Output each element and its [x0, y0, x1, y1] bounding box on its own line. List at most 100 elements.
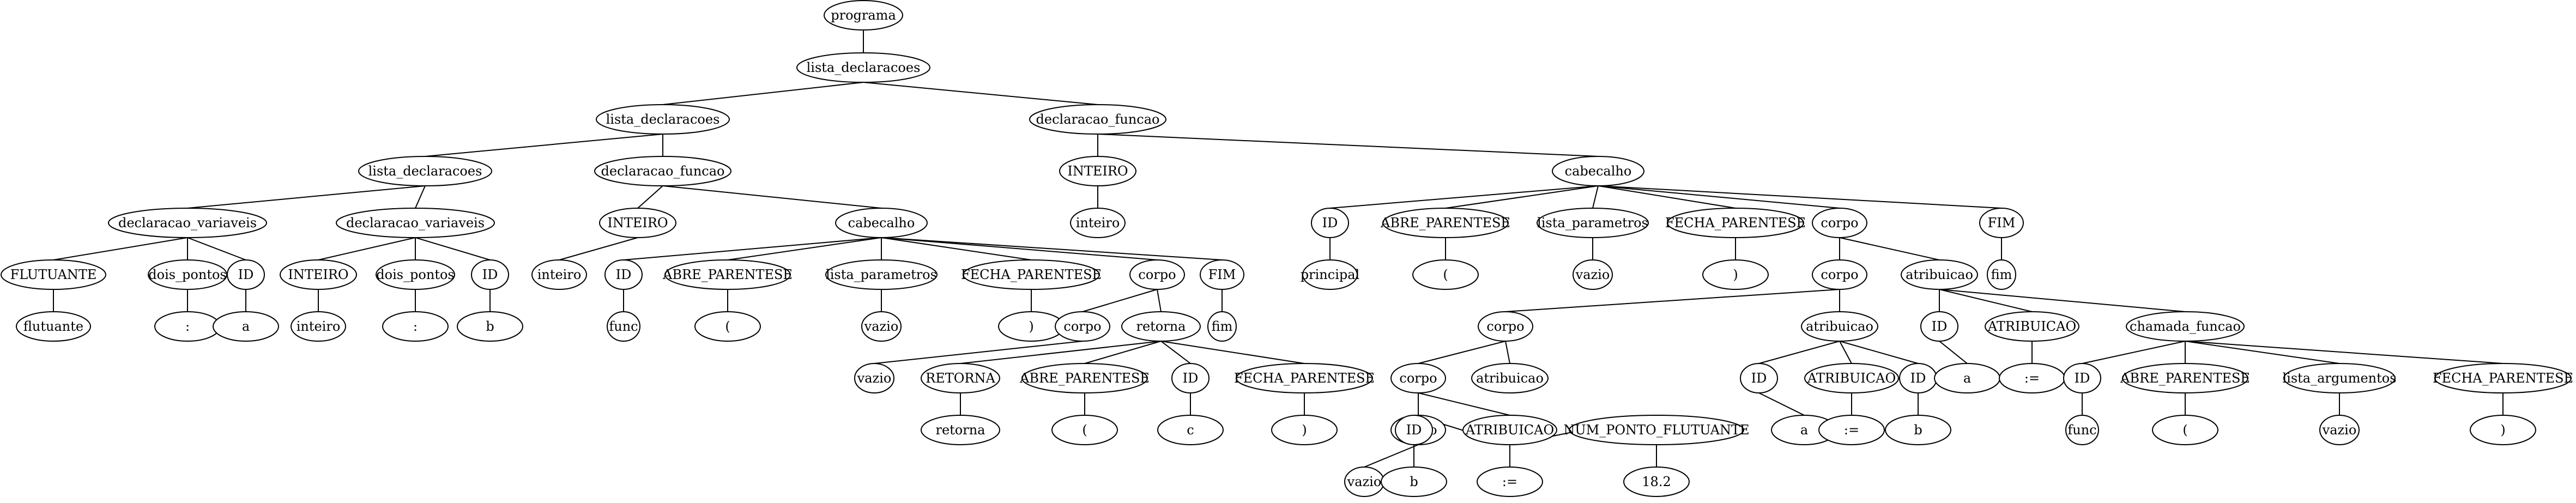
- tree-node-assign-op: :=: [1477, 466, 1543, 497]
- node-label: declaracao_variaveis: [346, 215, 485, 231]
- node-label: RETORNA: [926, 371, 995, 386]
- tree-node-id: ID: [1740, 363, 1778, 393]
- edge-corpo-to-vazio: [874, 341, 1083, 364]
- edge-corpo-to-corpo: [1418, 341, 1506, 364]
- tree-node-fecha-parentese: FECHA_PARENTESE: [1234, 363, 1375, 393]
- edge-id-to-a: [1758, 392, 1805, 416]
- node-ellipse: [1985, 311, 2079, 342]
- tree-node-vazio: vazio: [2319, 415, 2360, 445]
- node-ellipse: [1667, 208, 1804, 238]
- tree-node-flutuante: flutuante: [16, 311, 91, 342]
- node-label: ): [1029, 319, 1033, 334]
- tree-node-corpo: corpo: [1055, 311, 1110, 342]
- tree-node-lista-declaracoes: lista_declaracoes: [358, 156, 492, 186]
- tree-node-corpo: corpo: [1478, 311, 1533, 342]
- tree-node-flutuante: FLUTUANTE: [1, 259, 106, 290]
- tree-node-a: a: [1771, 415, 1837, 445]
- edge-atribuicao-to-atribuicao: [1839, 341, 1852, 364]
- node-label: inteiro: [297, 319, 341, 334]
- node-label: fim: [1212, 319, 1233, 334]
- node-ellipse: [2065, 415, 2099, 445]
- node-ellipse: [1552, 156, 1644, 186]
- node-ellipse: [594, 156, 731, 186]
- edge-lista-declaracoes-to-lista-declaracoes: [662, 82, 864, 105]
- node-label: (: [1443, 267, 1448, 282]
- node-ellipse: [227, 259, 265, 290]
- edge-corpo-to-corpo: [1082, 289, 1158, 312]
- node-label: ID: [1183, 371, 1199, 386]
- node-ellipse: [1979, 208, 2024, 238]
- tree-node-assign-op: :=: [1999, 363, 2065, 393]
- node-ellipse: [604, 259, 643, 290]
- node-label: programa: [831, 8, 896, 23]
- tree-node-abre-parentese: ABRE_PARENTESE: [662, 259, 793, 290]
- node-label: lista_parametros: [1537, 215, 1648, 231]
- node-ellipse: [1302, 259, 1358, 290]
- node-label: a: [1963, 371, 1971, 386]
- node-ellipse: [1121, 311, 1201, 342]
- node-ellipse: [796, 52, 930, 83]
- node-label: flutuante: [23, 319, 83, 334]
- node-label: ID: [2075, 371, 2090, 386]
- tree-node-retorna: RETORNA: [921, 363, 1000, 393]
- node-label: atribuicao: [1806, 319, 1873, 334]
- tree-node-fim: fim: [1207, 311, 1237, 342]
- tree-node-id: ID: [471, 259, 509, 290]
- node-label: ID: [1406, 422, 1422, 438]
- tree-node-inteiro: INTEIRO: [1059, 156, 1136, 186]
- node-ellipse: [694, 311, 761, 342]
- node-label: dois_pontos: [376, 267, 454, 282]
- node-ellipse: [291, 311, 346, 342]
- tree-node-fecha-parentese: FECHA_PARENTESE: [2433, 363, 2573, 393]
- edge-cabecalho-to-fim: [881, 237, 1223, 260]
- node-ellipse: [1381, 466, 1447, 497]
- tree-node-declaracao-variaveis: declaracao_variaveis: [336, 208, 495, 238]
- tree-node-inteiro: inteiro: [291, 311, 346, 342]
- node-label: ATRIBUICAO: [1807, 371, 1896, 386]
- tree-node-vazio: vazio: [861, 311, 902, 342]
- node-ellipse: [1812, 259, 1867, 290]
- node-label: vazio: [857, 371, 892, 386]
- node-label: vazio: [864, 319, 899, 334]
- node-label: (: [2182, 422, 2187, 438]
- node-label: ID: [238, 267, 254, 282]
- node-ellipse: [1395, 415, 1433, 445]
- tree-node-b: b: [1381, 466, 1447, 497]
- node-label: ): [1733, 267, 1738, 282]
- node-ellipse: [358, 156, 492, 186]
- tree-node-retorna: retorna: [1121, 311, 1201, 342]
- edge-declaracao-variaveis-to-flutuante: [53, 237, 188, 260]
- edge-declaracao-funcao-to-inteiro: [637, 185, 663, 209]
- tree-node-corpo: corpo: [1812, 208, 1867, 238]
- edge-corpo-to-atribuicao: [1839, 237, 1940, 260]
- tree-node-id: ID: [604, 259, 643, 290]
- tree-node-cabecalho: cabecalho: [835, 208, 928, 238]
- edge-id-to-a: [1939, 341, 1968, 364]
- node-label: ATRIBUICAO: [1465, 422, 1554, 438]
- tree-node-b: b: [1885, 415, 1951, 445]
- node-ellipse: [2063, 363, 2101, 393]
- node-label: ID: [1932, 319, 1948, 334]
- node-label: :=: [2024, 371, 2040, 386]
- node-label: c: [1187, 422, 1194, 438]
- node-ellipse: [854, 363, 894, 393]
- node-ellipse: [1382, 208, 1509, 238]
- node-label: :=: [1844, 422, 1859, 438]
- edge-corpo-to-corpo: [1505, 289, 1840, 312]
- node-label: ATRIBUICAO: [1987, 319, 2076, 334]
- node-ellipse: [1207, 311, 1237, 342]
- edge-chamada-funcao-to-lista-argumentos: [2185, 341, 2340, 364]
- node-ellipse: [2319, 415, 2360, 445]
- node-ellipse: [1885, 415, 1951, 445]
- edge-atribuicao-to-atribuicao: [1939, 289, 2033, 312]
- node-label: declaracao_funcao: [1036, 112, 1160, 127]
- node-label: lista_declaracoes: [606, 112, 720, 127]
- tree-node-abre-parentese: ABRE_PARENTESE: [1019, 363, 1150, 393]
- node-ellipse: [921, 363, 1000, 393]
- node-ellipse: [457, 311, 523, 342]
- node-label: 18.2: [1642, 474, 1671, 489]
- node-ellipse: [2434, 363, 2572, 393]
- node-ellipse: [1, 259, 106, 290]
